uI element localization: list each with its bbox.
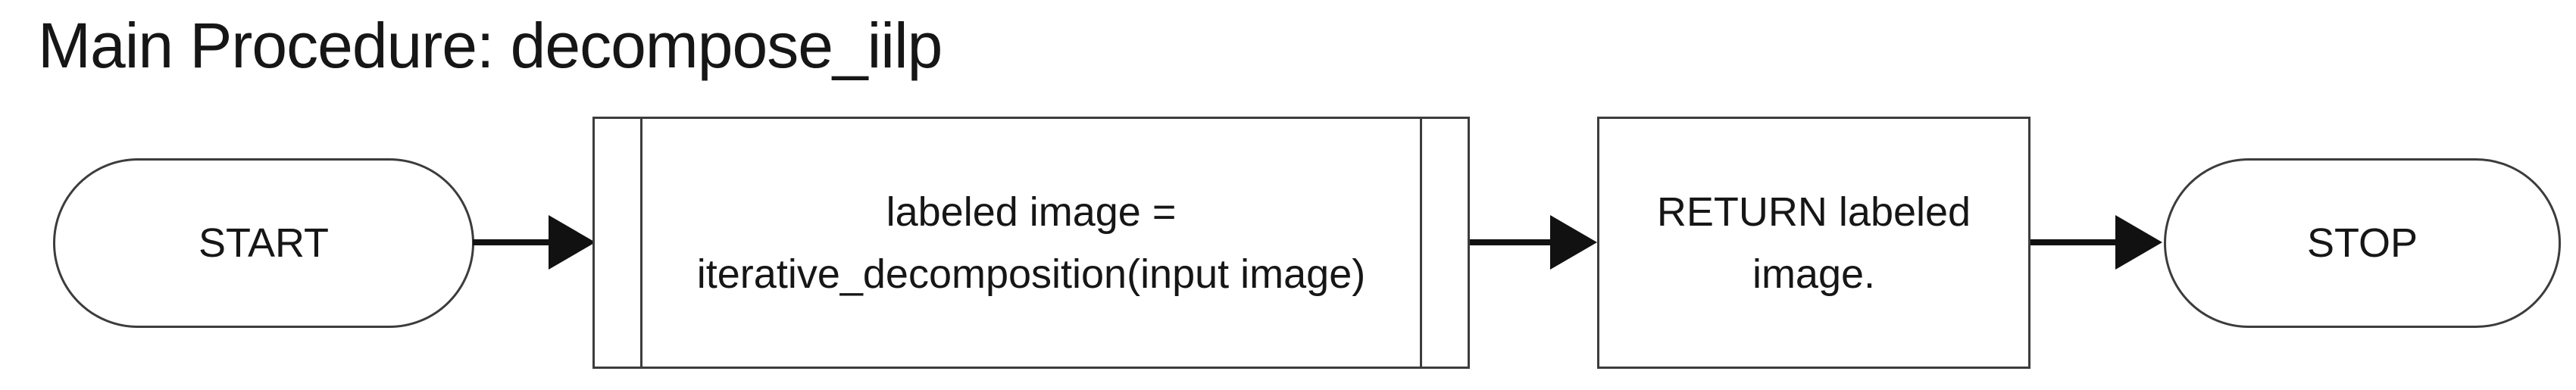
return-label-line-2: image. <box>1752 251 1876 297</box>
subroutine-node-label: labeled image = iterative_decomposition(… <box>697 181 1365 305</box>
arrow-shaft <box>473 239 549 245</box>
subroutine-left-bar <box>640 119 642 367</box>
connector-process-to-return <box>1470 215 1597 270</box>
subroutine-label-line-2: iterative_decomposition(input image) <box>696 251 1366 297</box>
arrow-shaft <box>1470 239 1550 245</box>
diagram-title: Main Procedure: decompose_iilp <box>38 10 943 81</box>
return-node-label: RETURN labeled image. <box>1657 181 1971 305</box>
connector-start-to-process <box>473 215 596 270</box>
arrow-shaft <box>2030 239 2115 245</box>
connector-return-to-stop <box>2030 215 2162 270</box>
arrow-head-icon <box>1550 215 1597 270</box>
return-node: RETURN labeled image. <box>1597 117 2030 369</box>
arrow-head-icon <box>2115 215 2162 270</box>
stop-node: STOP <box>2164 158 2561 328</box>
subroutine-node: labeled image = iterative_decomposition(… <box>592 117 1470 369</box>
return-label-line-1: RETURN labeled <box>1656 189 1971 235</box>
arrow-head-icon <box>549 215 596 270</box>
start-node-label: START <box>198 220 330 266</box>
subroutine-label-line-1: labeled image = <box>886 189 1177 235</box>
stop-node-label: STOP <box>2306 220 2418 266</box>
subroutine-right-bar <box>1420 119 1422 367</box>
start-node: START <box>53 158 474 328</box>
